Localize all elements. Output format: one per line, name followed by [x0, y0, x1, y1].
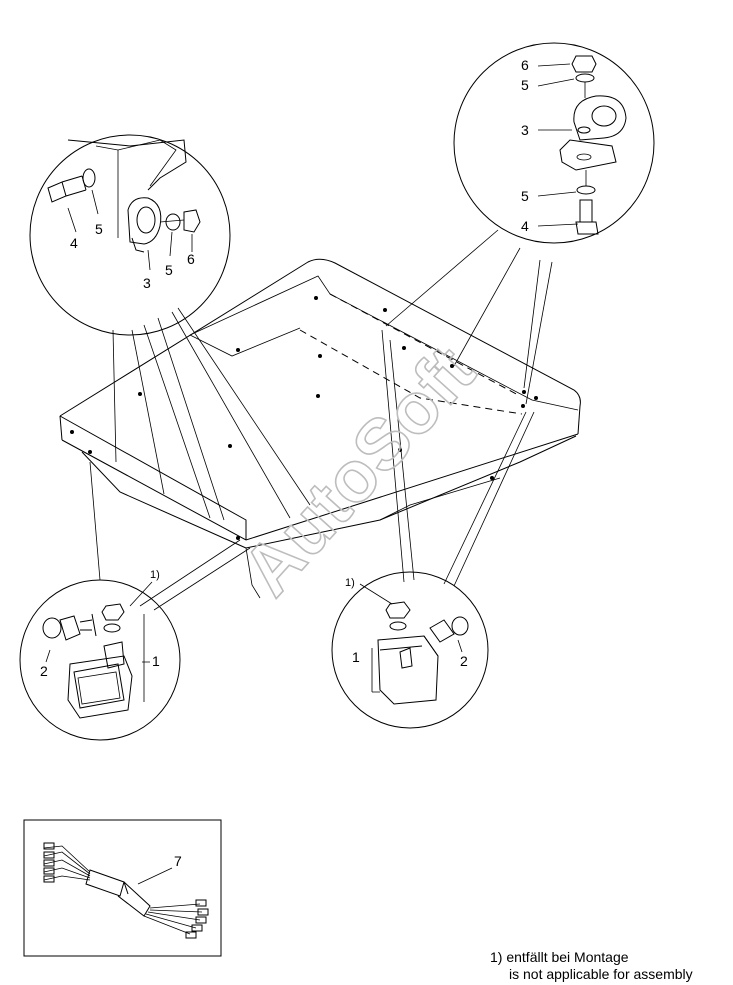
callout-6-top-left: 6	[187, 251, 195, 267]
leader-lines	[89, 229, 553, 611]
detail-circle-bottom-left: 1) 2 1	[19, 569, 181, 741]
detail-circle-top-left: 4 5 3 5 6	[29, 134, 231, 336]
callout-6-top-right: 6	[521, 57, 529, 73]
callout-1-bottom-right: 1	[352, 649, 360, 665]
footnote-ref-bottom-left: 1)	[150, 569, 160, 581]
detail-circle-top-right: 6 5 3 5 4	[453, 42, 655, 244]
roof-panel	[59, 258, 581, 599]
callout-5-top-right-a: 5	[521, 77, 529, 93]
callout-7-cable-harness: 7	[174, 853, 182, 869]
callout-3-top-right: 3	[521, 122, 529, 138]
callout-5-top-left-b: 5	[165, 262, 173, 278]
callout-2-bottom-right: 2	[460, 653, 468, 669]
callout-3-top-left: 3	[143, 275, 151, 291]
footnote-line-de: 1) entfällt bei Montage	[490, 949, 629, 965]
footnote-line-en: is not applicable for assembly	[509, 966, 693, 982]
callout-2-bottom-left: 2	[40, 663, 48, 679]
callout-4-top-right: 4	[521, 218, 529, 234]
callout-4-top-left: 4	[70, 235, 78, 251]
footnote: 1) entfällt bei Montage is not applicabl…	[490, 949, 693, 983]
footnote-ref-bottom-right: 1)	[345, 577, 355, 589]
detail-circle-bottom-right: 1) 1 2	[331, 571, 489, 729]
callout-5-top-right-b: 5	[521, 188, 529, 204]
callout-1-bottom-left: 1	[152, 653, 160, 669]
cable-harness-box: 7	[23, 819, 222, 957]
callout-5-top-left-a: 5	[95, 221, 103, 237]
